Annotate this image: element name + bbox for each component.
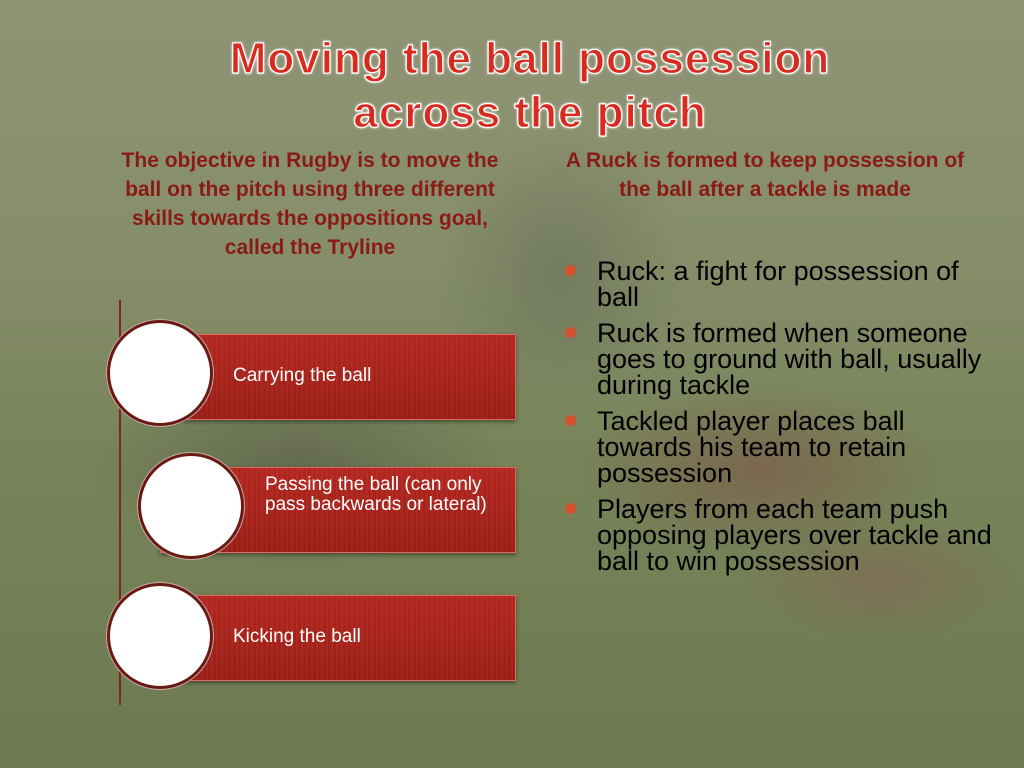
bullet-dot-icon [565, 503, 576, 514]
skill-circle-passing [138, 453, 244, 559]
bullet-dot-icon [565, 265, 576, 276]
skill-bar-carrying: Carrying the ball [160, 334, 516, 420]
right-intro-text: A Ruck is formed to keep possession of t… [565, 149, 965, 201]
bullet-text: Players from each team push opposing pla… [597, 494, 992, 576]
skill-circle-carrying [107, 320, 213, 426]
bullet-item: Players from each team push opposing pla… [563, 494, 993, 576]
skill-bar-kicking: Kicking the ball [160, 595, 516, 681]
slide-title: Moving the ball possession across the pi… [150, 32, 910, 140]
bullet-dot-icon [565, 415, 576, 426]
slide-title-line-1: Moving the ball possession [229, 33, 831, 83]
bullet-dot-icon [565, 327, 576, 338]
slide-title-line-2: across the pitch [353, 87, 707, 137]
skill-label-kicking: Kicking the ball [233, 626, 361, 647]
bullet-text: Tackled player places ball towards his t… [597, 406, 907, 488]
skill-circle-kicking [107, 583, 213, 689]
bullet-item: Ruck is formed when someone goes to grou… [563, 318, 993, 400]
bullet-text: Ruck is formed when someone goes to grou… [597, 318, 982, 400]
bullet-item: Ruck: a fight for possession of ball [563, 256, 993, 312]
ruck-bullet-list: Ruck: a fight for possession of ball Ruc… [563, 258, 993, 584]
left-intro-text: The objective in Rugby is to move the ba… [121, 149, 499, 259]
skill-label-passing: Passing the ball (can only pass backward… [265, 474, 487, 515]
bullet-text: Ruck: a fight for possession of ball [597, 256, 959, 312]
bullet-item: Tackled player places ball towards his t… [563, 406, 993, 488]
skill-label-carrying: Carrying the ball [233, 365, 372, 386]
